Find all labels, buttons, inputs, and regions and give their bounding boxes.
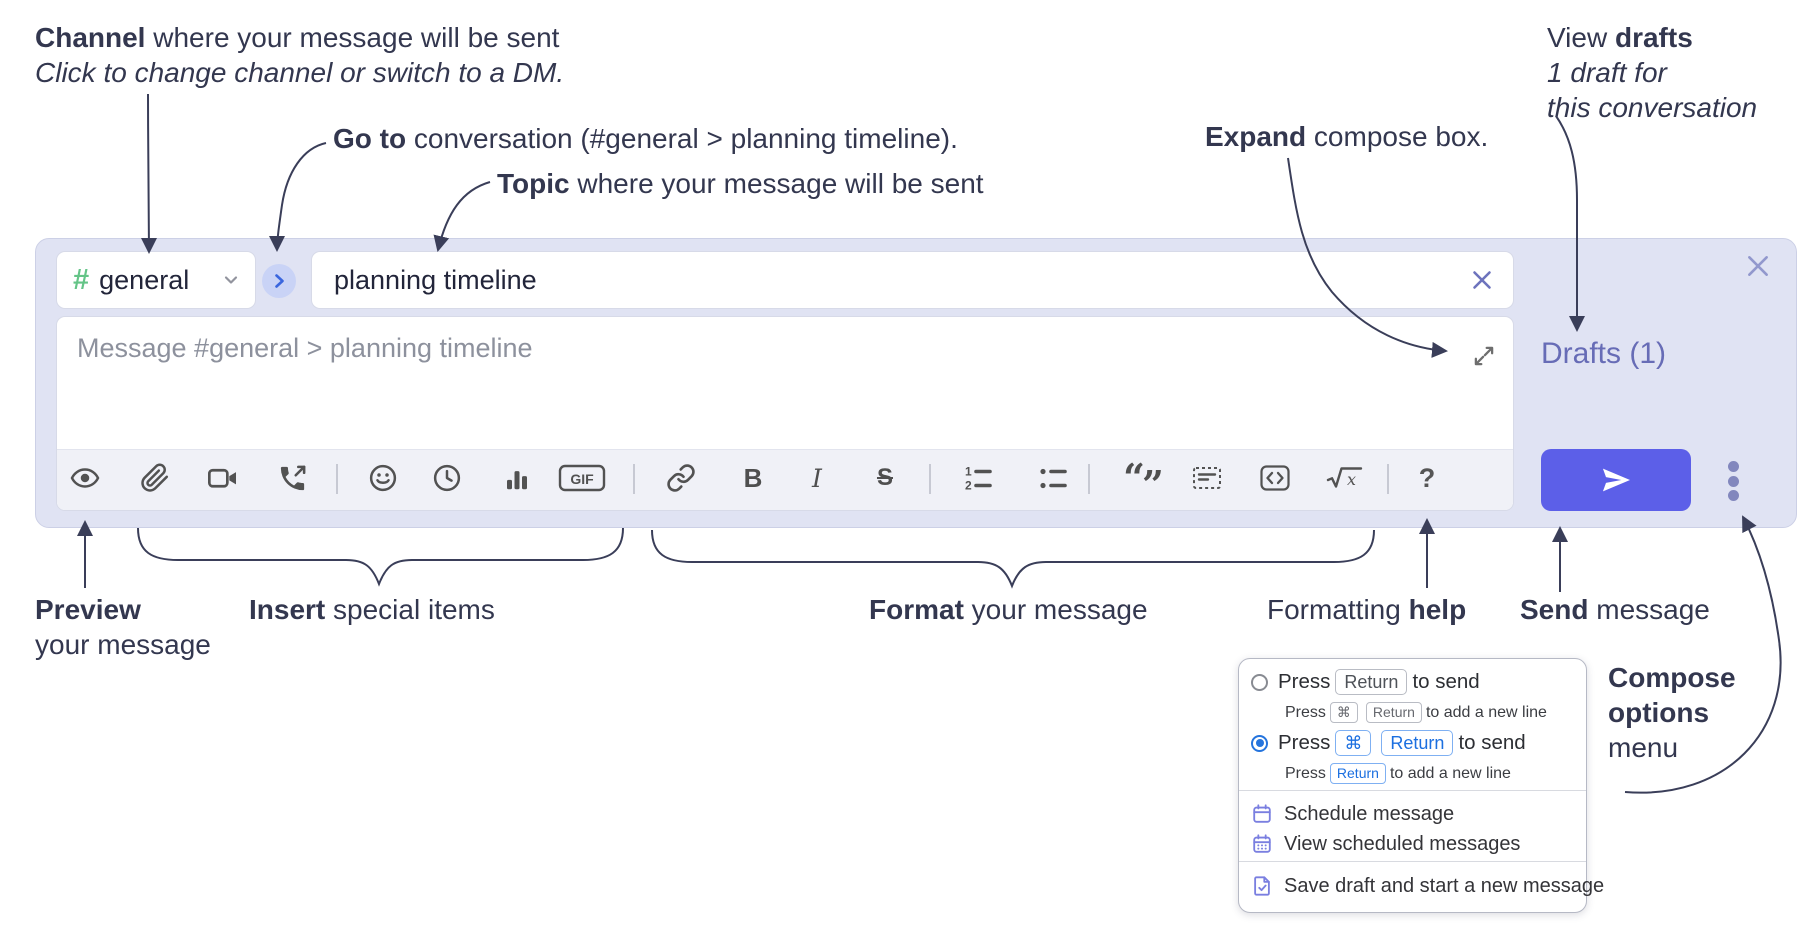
send-button[interactable]: [1541, 449, 1691, 511]
send-icon: [1602, 468, 1630, 492]
preview-eye-icon[interactable]: [68, 461, 102, 495]
menu-divider: [1239, 790, 1586, 791]
svg-text:x: x: [1347, 470, 1356, 489]
menu-item-save-draft[interactable]: Save draft and start a new message: [1251, 871, 1604, 901]
annotation-topic: Topic where your message will be sent: [497, 168, 984, 199]
calendar-grid-icon: [1253, 834, 1271, 853]
bold-icon[interactable]: B: [743, 462, 763, 493]
draft-check-icon: [1254, 876, 1270, 896]
radio-selected-icon[interactable]: [1251, 734, 1268, 752]
menu-item-view-scheduled-messages[interactable]: View scheduled messages: [1251, 829, 1520, 859]
strikethrough-icon[interactable]: S: [876, 464, 893, 491]
close-compose-icon[interactable]: [1741, 249, 1775, 283]
calendar-icon: [1253, 804, 1271, 823]
link-icon[interactable]: [664, 461, 698, 495]
key-cmd: ⌘: [1335, 730, 1372, 756]
bulleted-list-icon[interactable]: [1036, 461, 1070, 495]
channel-name: general: [99, 264, 190, 295]
quote-icon[interactable]: “”: [1123, 455, 1164, 507]
menu-divider: [1239, 861, 1586, 862]
toolbar-divider: [633, 464, 635, 494]
annotation-view-drafts: View drafts 1 draft for this conversatio…: [1547, 22, 1758, 123]
svg-text:1: 1: [965, 465, 972, 479]
key-cmd: ⌘: [1329, 702, 1358, 723]
chevron-right-icon: [275, 274, 284, 288]
clear-topic-icon[interactable]: [1469, 267, 1495, 293]
compose-box: # general: [35, 238, 1797, 528]
channel-selector[interactable]: # general: [56, 251, 256, 309]
time-icon[interactable]: [430, 461, 464, 495]
spoiler-icon[interactable]: [1190, 461, 1224, 495]
message-input[interactable]: [57, 317, 1513, 447]
poll-icon[interactable]: [500, 461, 534, 495]
key-return: Return: [1335, 669, 1408, 695]
key-return: Return: [1381, 730, 1454, 756]
math-icon[interactable]: x: [1325, 461, 1365, 495]
annotation-format: Format your message: [869, 594, 1148, 625]
annotation-send: Send message: [1520, 594, 1710, 625]
toolbar-divider: [1387, 464, 1389, 494]
voice-call-icon[interactable]: [275, 461, 309, 495]
channel-hash-icon: #: [73, 263, 90, 296]
italic-icon[interactable]: I: [812, 463, 822, 493]
kebab-dot: [1727, 461, 1739, 472]
code-icon[interactable]: [1258, 461, 1292, 495]
key-return: Return: [1365, 702, 1422, 723]
topic-input-box: [311, 251, 1514, 309]
annotation-formatting-help: Formatting help: [1267, 594, 1467, 625]
toolbar-divider: [929, 464, 931, 494]
attach-file-icon[interactable]: [138, 461, 172, 495]
annotation-preview: Preview your message: [35, 594, 211, 660]
gif-icon[interactable]: GIF: [558, 461, 606, 495]
annotation-insert: Insert special items: [249, 594, 495, 625]
toolbar-divider: [1088, 464, 1090, 494]
video-call-icon[interactable]: [205, 461, 239, 495]
go-to-conversation-button[interactable]: [262, 264, 296, 298]
expand-compose-icon[interactable]: [1471, 343, 1497, 374]
emoji-icon[interactable]: [366, 461, 400, 495]
kebab-dot: [1727, 490, 1739, 501]
svg-text:GIF: GIF: [570, 471, 594, 487]
annotation-goto: Go to conversation (#general > planning …: [333, 123, 958, 154]
menu-item-schedule-message[interactable]: Schedule message: [1251, 799, 1454, 829]
toolbar-divider: [336, 464, 338, 494]
topic-input[interactable]: [312, 264, 1469, 296]
kebab-dot: [1727, 475, 1739, 487]
chevron-down-icon: [224, 276, 238, 284]
annotation-channel: Channel where your message will be sent …: [35, 22, 565, 88]
annotation-expand: Expand compose box.: [1205, 121, 1489, 152]
compose-options-menu-button[interactable]: [1716, 461, 1750, 501]
message-input-box: GIF B I S 12: [56, 316, 1514, 511]
drafts-link[interactable]: Drafts (1): [1541, 337, 1667, 370]
key-return: Return: [1329, 763, 1386, 784]
radio-unselected-icon[interactable]: [1251, 673, 1268, 691]
annotation-compose-options: Compose options menu: [1608, 662, 1736, 763]
svg-text:2: 2: [965, 479, 972, 493]
formatting-help-icon[interactable]: ?: [1418, 462, 1436, 493]
